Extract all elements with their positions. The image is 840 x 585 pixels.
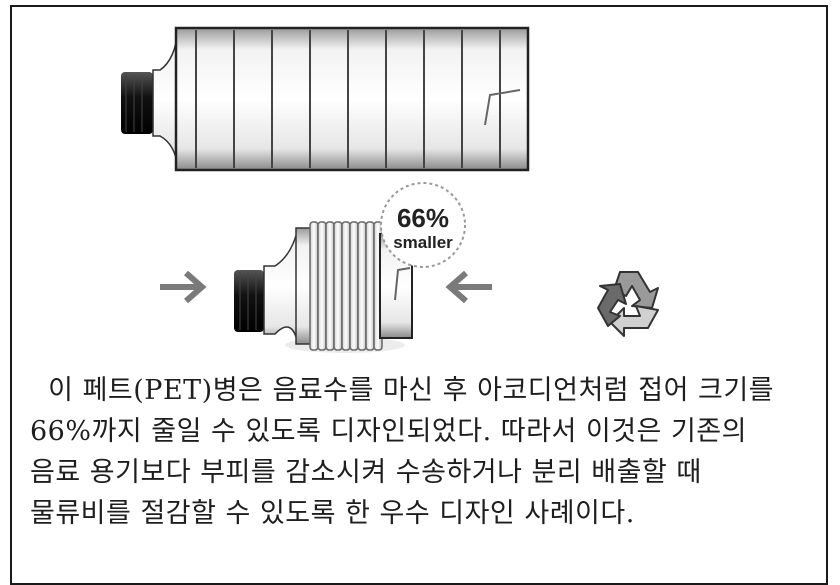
caption-line: 이 페트(PET)병은 음료수를 마신 후 아코디언처럼 접어 크기를 [30, 375, 775, 406]
left-arrow-icon [445, 270, 492, 304]
caption-line: 음료 용기보다 부피를 감소시켜 수송하거나 분리 배출할 때 [30, 457, 702, 488]
bottle-illustration: 66% smaller [121, 26, 659, 353]
full-size-bottle [121, 26, 530, 172]
badge-label: smaller [393, 233, 453, 252]
bottle-cap [121, 72, 153, 134]
badge-value: 66% [397, 203, 449, 233]
compressed-bottle-cap [234, 270, 264, 332]
caption-line: 물류비를 절감할 수 있도록 한 우수 디자인 사례이다. [30, 498, 635, 529]
right-arrow-icon [160, 270, 207, 304]
smaller-badge: 66% smaller [380, 182, 466, 268]
recycle-icon [597, 271, 659, 337]
compressed-bottle [234, 221, 413, 353]
caption-text: 이 페트(PET)병은 음료수를 마신 후 아코디언처럼 접어 크기를 66%까… [30, 370, 810, 534]
caption-line: 66%까지 줄일 수 있도록 디자인되었다. 따라서 이것은 기존의 [30, 416, 747, 447]
bottle-body [174, 26, 530, 172]
